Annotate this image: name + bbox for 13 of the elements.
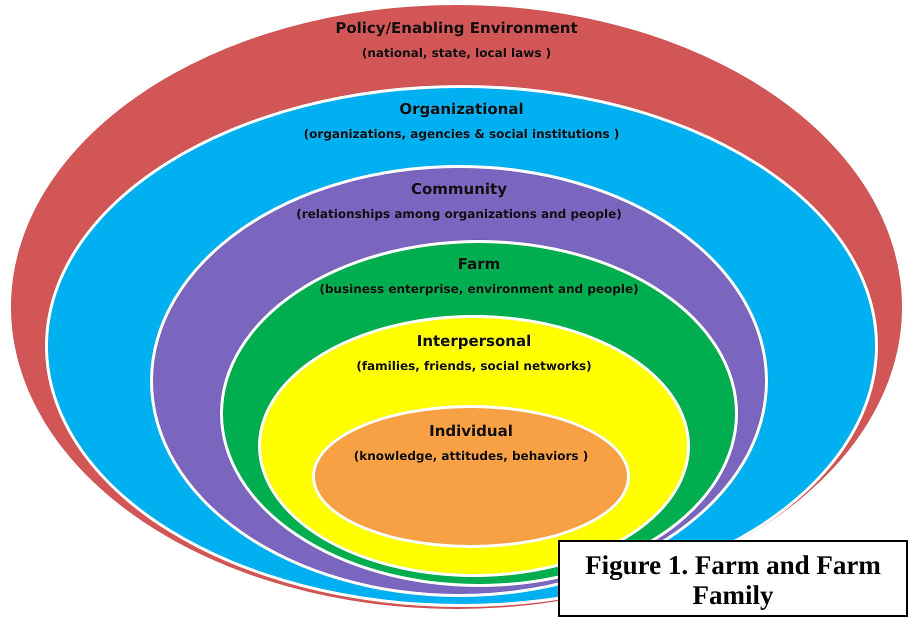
layer-title: Organizational bbox=[398, 100, 525, 118]
layer-title: Farm bbox=[456, 255, 502, 273]
layer-description: (national, state, local laws ) bbox=[360, 46, 552, 60]
layer-title: Community bbox=[410, 180, 508, 198]
figure-caption: Figure 1. Farm and Farm Family bbox=[584, 550, 882, 610]
layer-description: (organizations, agencies & social institutions ) bbox=[302, 127, 620, 141]
layer-title: Interpersonal bbox=[416, 332, 532, 350]
layer-title: Policy/Enabling Environment bbox=[334, 19, 579, 37]
layer-description: (relationships among organizations and people) bbox=[295, 207, 623, 221]
layer-description: (families, friends, social networks) bbox=[355, 359, 593, 373]
layer-title: Individual bbox=[428, 422, 514, 440]
layer-description: (knowledge, attitudes, behaviors ) bbox=[352, 449, 590, 463]
layer-description: (business enterprise, environment and people) bbox=[318, 282, 640, 296]
